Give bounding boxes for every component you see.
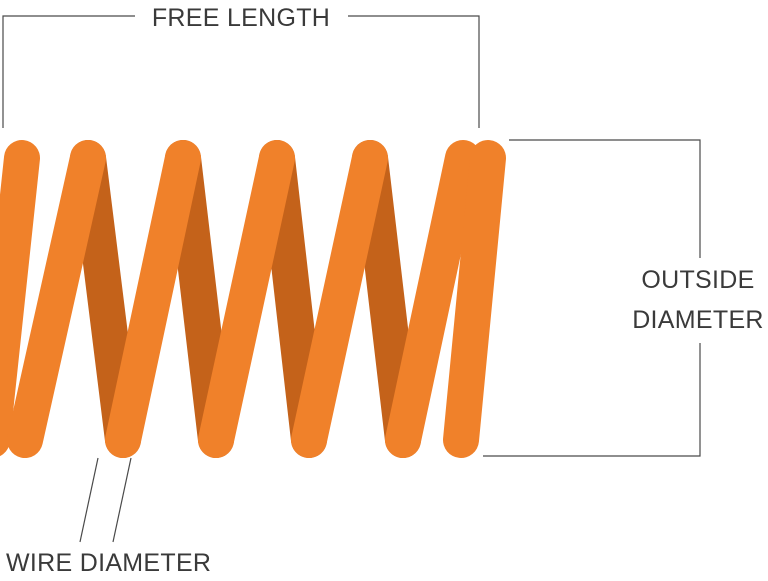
outside-diameter-dimension: OUTSIDE DIAMETER bbox=[483, 139, 764, 457]
free-length-label: FREE LENGTH bbox=[152, 4, 330, 32]
front-coil-4 bbox=[291, 140, 388, 458]
free-length-bracket-left bbox=[2, 15, 135, 128]
wire-diameter-leader-right bbox=[112, 457, 132, 543]
free-length-bracket-right bbox=[348, 15, 480, 128]
front-coil-2 bbox=[105, 140, 201, 458]
wire-diameter-dimension: WIRE DIAMETER bbox=[6, 457, 211, 577]
outside-diameter-label-line2: DIAMETER bbox=[632, 306, 764, 334]
front-coil-3 bbox=[198, 140, 295, 458]
wire-diameter-leader-left bbox=[79, 457, 99, 543]
spring-front-coils bbox=[0, 140, 506, 458]
outside-diameter-label-line1: OUTSIDE bbox=[641, 266, 754, 294]
wire-diameter-label: WIRE DIAMETER bbox=[6, 549, 211, 577]
outside-diameter-bracket-bottom bbox=[483, 343, 701, 457]
free-length-dimension: FREE LENGTH bbox=[2, 4, 480, 128]
end-coil bbox=[443, 140, 506, 458]
front-coil-5 bbox=[385, 140, 481, 458]
outside-diameter-bracket-top bbox=[509, 139, 701, 258]
front-coil-0 bbox=[0, 140, 40, 457]
front-coil-1 bbox=[7, 140, 106, 458]
